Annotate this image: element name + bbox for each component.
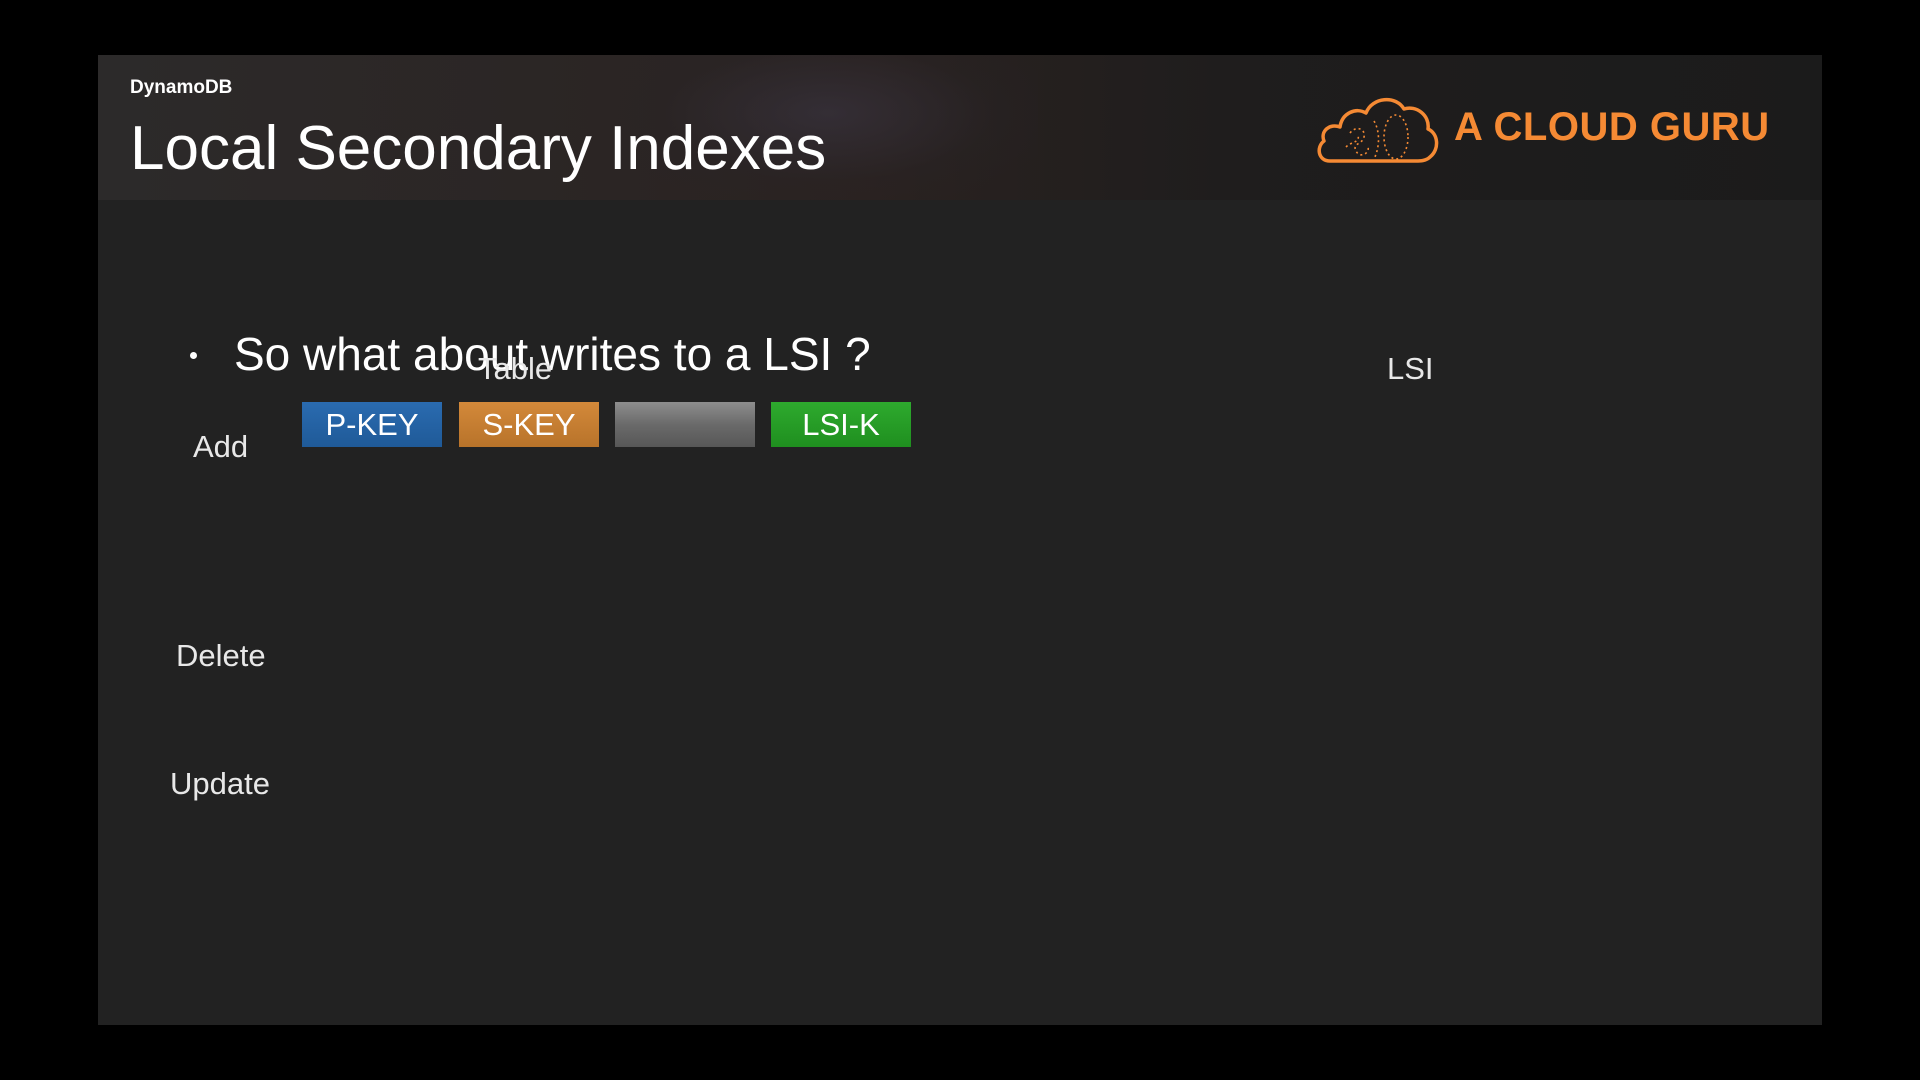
slide-header: DynamoDB Local Secondary Indexes A CLOUD… [98,55,1822,200]
partition-key-box: P-KEY [302,402,442,447]
cloud-logo-icon [1316,91,1440,165]
section-label: DynamoDB [130,77,233,98]
lsi-column-label: LSI [1387,351,1434,386]
brand-logo-text: A CLOUD GURU [1454,105,1770,149]
bullet-text: So what about writes to a LSI ? [234,328,871,380]
slide-title: Local Secondary Indexes [130,114,827,183]
attribute-box [615,402,755,447]
sort-key-box: S-KEY [459,402,599,447]
header-background-video [618,55,1038,200]
slide: DynamoDB Local Secondary Indexes A CLOUD… [98,55,1822,1025]
brand-logo: A CLOUD GURU [1316,91,1786,171]
row-label-add: Add [193,429,249,464]
row-label-delete: Delete [176,638,266,673]
bullet-dot [190,352,197,359]
row-label-update: Update [170,766,270,801]
table-column-label: Table [478,351,553,386]
lsi-key-box: LSI-K [771,402,911,447]
